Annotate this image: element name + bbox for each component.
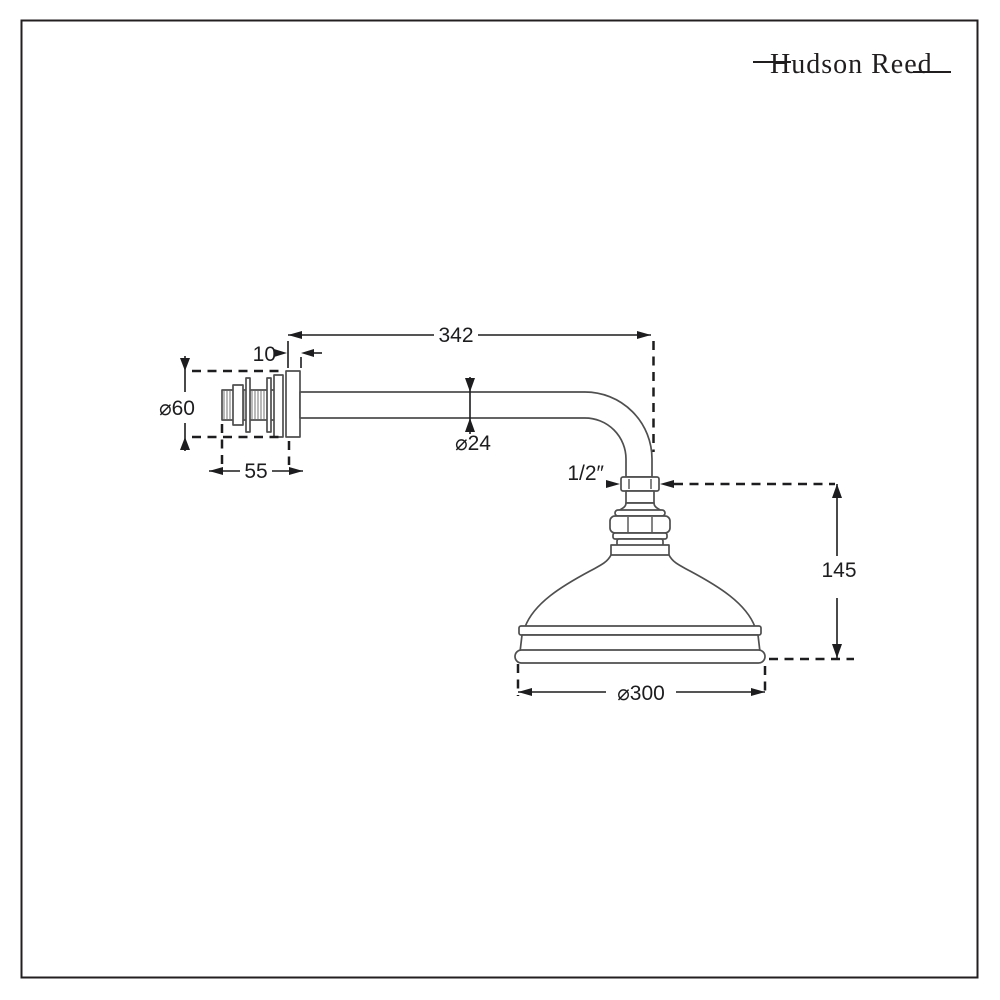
flange-collar	[273, 374, 284, 438]
step-ring-upper	[612, 532, 668, 540]
shower-head	[514, 554, 766, 664]
head-connector	[609, 476, 671, 557]
lock-nut	[232, 384, 244, 426]
dim-300-label: ⌀300	[617, 682, 665, 705]
dim-arm-length: 342	[287, 324, 655, 452]
arrowhead-right-icon	[289, 467, 303, 475]
arrowhead-right-icon	[606, 480, 620, 488]
arrowhead-up-icon	[832, 484, 842, 498]
connector-ring	[614, 509, 666, 517]
dim-plate-diameter: ⌀60	[159, 356, 285, 451]
arrowhead-left-icon	[660, 480, 674, 488]
shower-arm-tube	[299, 391, 653, 478]
dim-342-label: 342	[438, 324, 473, 347]
wall-plate	[285, 370, 301, 438]
dim-half-inch-label: 1/2″	[567, 462, 604, 485]
union-nut	[609, 515, 671, 534]
washer-back	[266, 377, 272, 433]
arrowhead-down-icon	[832, 644, 842, 658]
arrowhead-left-icon	[288, 331, 302, 339]
shower-head-bell	[524, 554, 756, 628]
shower-head-rim	[514, 649, 766, 664]
dim-connector-thread: 1/2″	[567, 462, 835, 488]
dim-stem-length: 55	[209, 424, 303, 483]
washer-front	[245, 377, 251, 433]
connector-neck	[625, 490, 655, 504]
page-border	[20, 19, 979, 979]
wall-mount-assembly	[221, 370, 301, 438]
arrowhead-left-icon	[209, 467, 223, 475]
shower-arm	[299, 391, 653, 478]
thread-collar-lines	[628, 479, 652, 489]
arrowhead-right-icon	[637, 331, 651, 339]
arrowhead-left-icon	[518, 688, 532, 696]
brand-logo: Hudson Reed	[753, 49, 951, 80]
dim-10-label: 10	[253, 343, 276, 366]
dim-60-label: ⌀60	[159, 397, 195, 420]
logo-text: Hudson Reed	[770, 49, 933, 80]
arrowhead-up-icon	[465, 418, 475, 432]
dim-head-diameter: ⌀300	[516, 664, 767, 705]
arrowhead-up-icon	[180, 437, 190, 450]
arrowhead-right-icon	[751, 688, 765, 696]
dim-145-label: 145	[821, 559, 856, 582]
shower-head-band	[518, 625, 762, 636]
arrowhead-right-icon	[274, 349, 287, 357]
dim-24-label: ⌀24	[455, 432, 491, 455]
arrowhead-left-icon	[301, 349, 314, 357]
dim-plate-thickness: 10	[253, 343, 322, 368]
thread-hatching	[223, 391, 265, 419]
dim-head-height: 145	[769, 484, 857, 661]
union-nut-facets	[627, 517, 653, 532]
dim-arm-diameter: ⌀24	[455, 377, 491, 455]
thread-collar	[620, 476, 660, 492]
dim-55-label: 55	[244, 460, 267, 483]
arrowhead-down-icon	[465, 378, 475, 392]
arrowhead-down-icon	[180, 358, 190, 371]
